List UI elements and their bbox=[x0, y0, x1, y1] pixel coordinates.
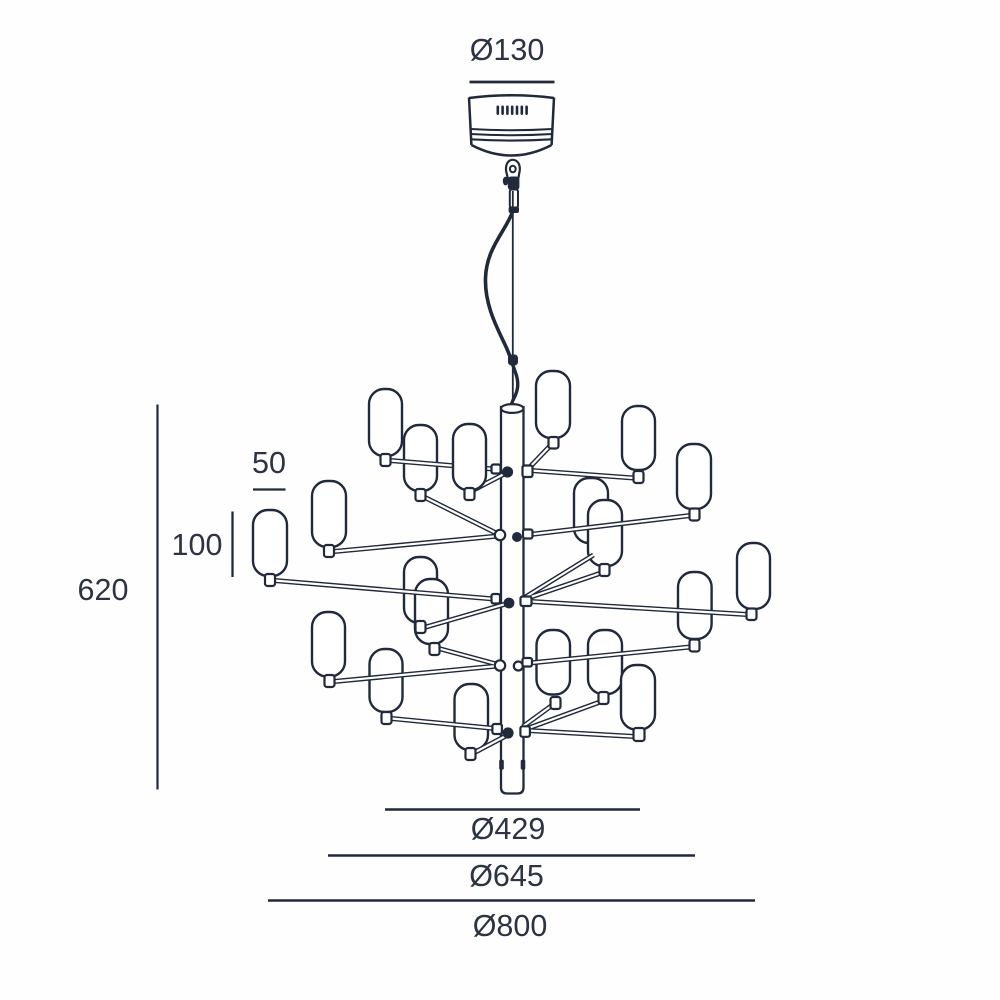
svg-text:Ø800: Ø800 bbox=[473, 909, 548, 943]
svg-text:Ø645: Ø645 bbox=[469, 859, 544, 893]
svg-text:50: 50 bbox=[252, 446, 286, 480]
svg-text:Ø130: Ø130 bbox=[470, 33, 545, 67]
svg-text:100: 100 bbox=[172, 528, 223, 562]
svg-text:Ø429: Ø429 bbox=[471, 812, 546, 846]
svg-text:620: 620 bbox=[78, 573, 129, 607]
